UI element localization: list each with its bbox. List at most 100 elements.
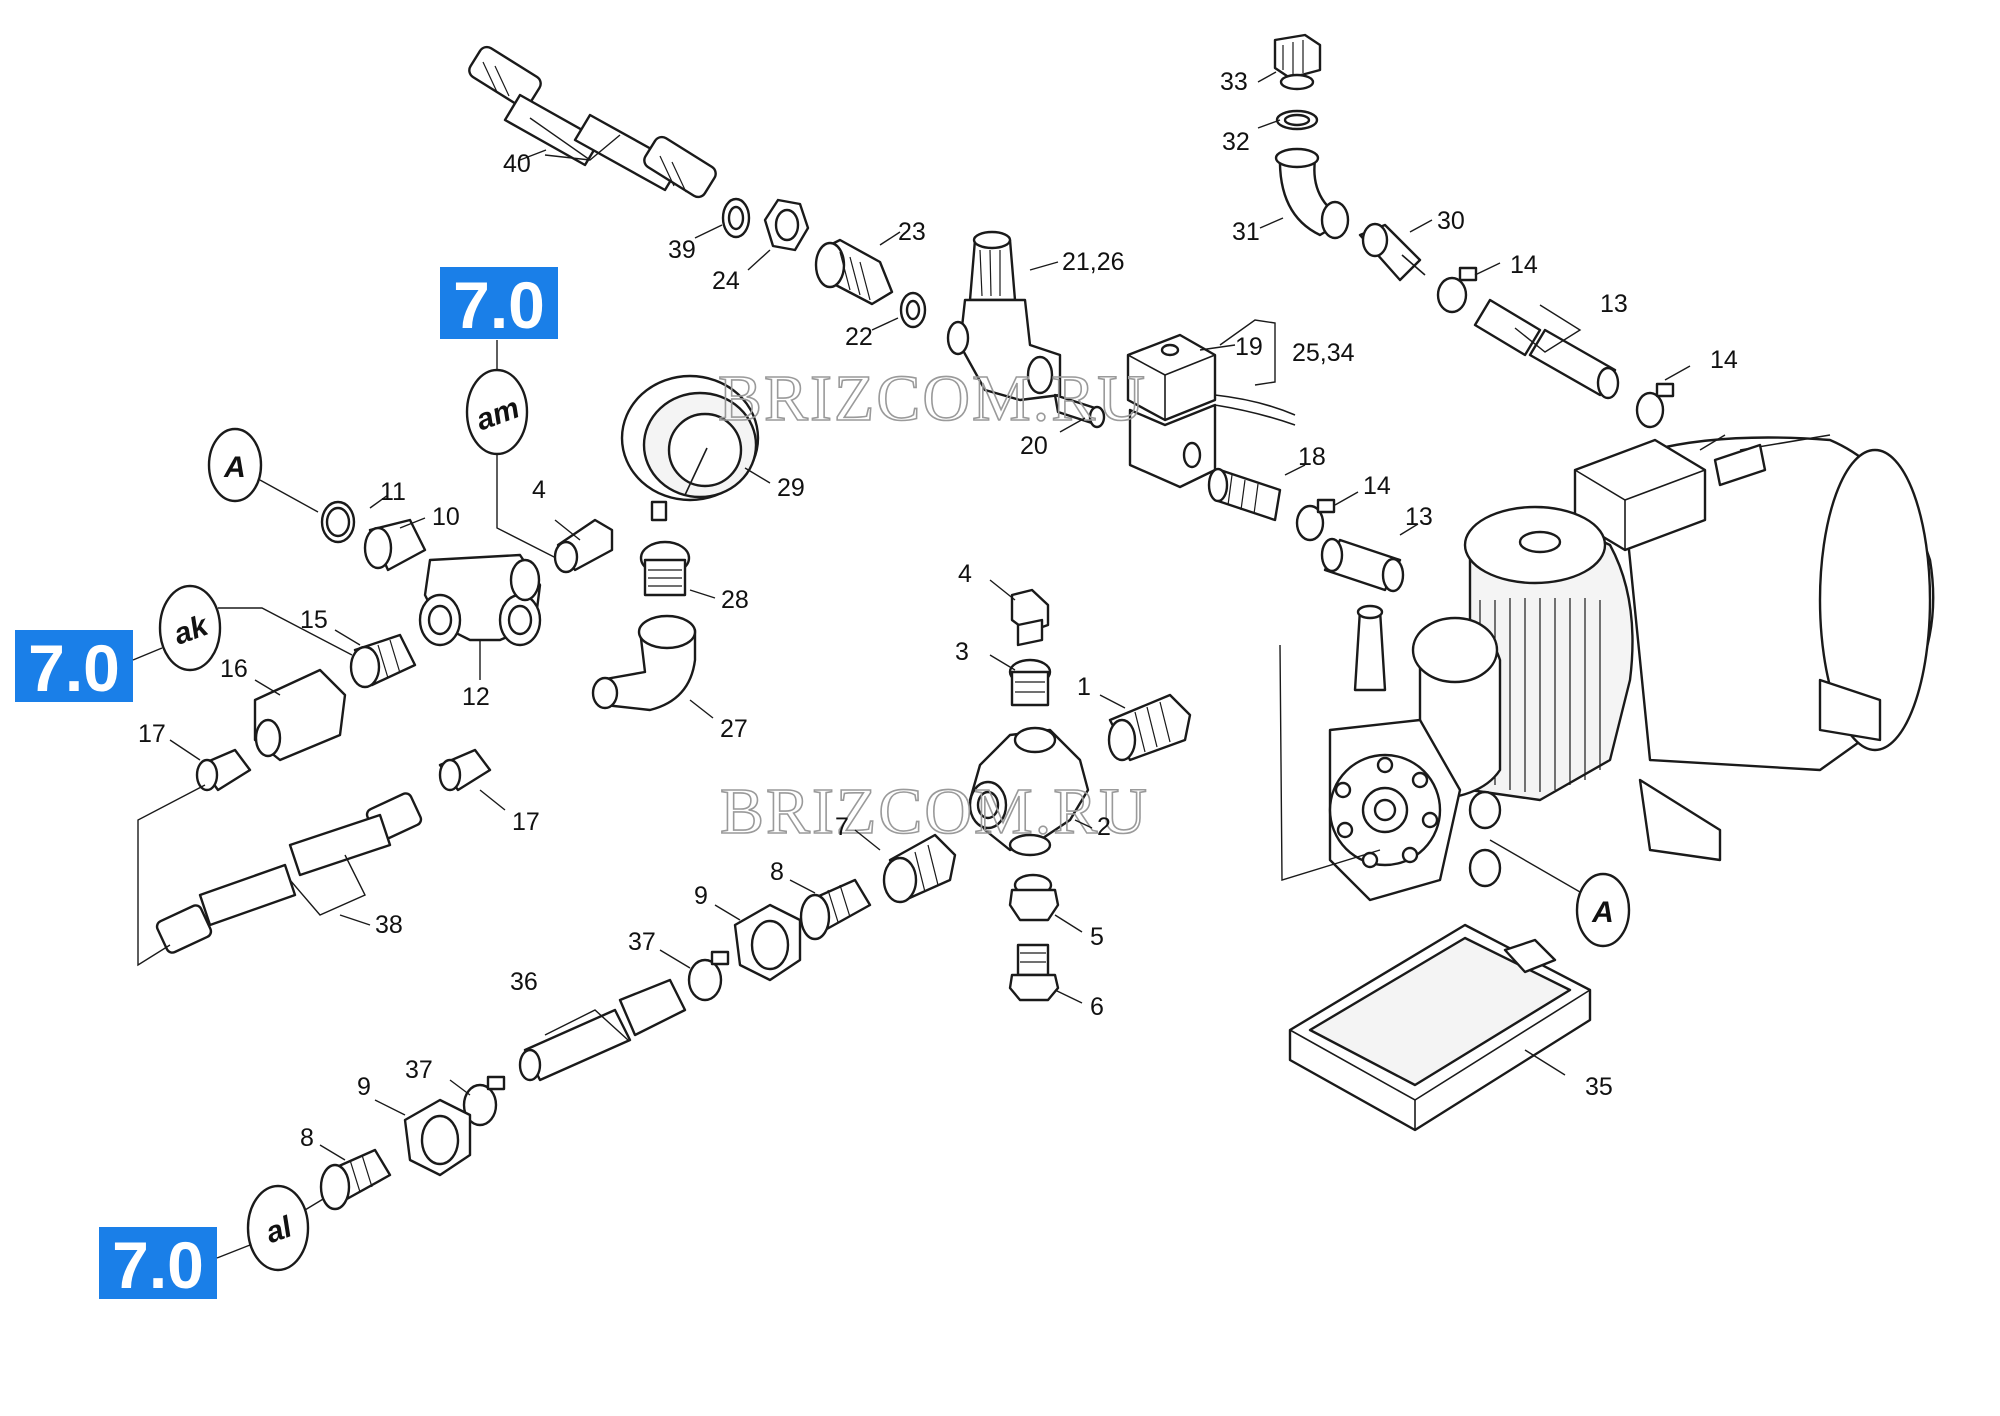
callout-11: 11 (380, 478, 406, 506)
callout-23: 23 (898, 218, 926, 246)
callout-21-26: 21,26 (1062, 248, 1125, 276)
callout-1: 1 (1077, 673, 1091, 701)
callout-4-upper: 4 (532, 476, 546, 504)
bubble-ak: ak (132, 584, 353, 672)
leader-lines (169, 71, 1726, 1161)
callout-17-left: 17 (138, 720, 166, 748)
hose-clamp-37-lower (462, 1075, 506, 1127)
bubble-a-upper: A (207, 427, 319, 513)
drip-tray-35 (1288, 923, 1592, 1132)
fitting-33 (1273, 33, 1322, 91)
badge-7-0-top[interactable]: 7.0 (440, 267, 558, 342)
callout-16: 16 (220, 655, 248, 683)
callout-14-top: 14 (1510, 251, 1538, 279)
callout-38: 38 (375, 911, 403, 939)
hose-assembly-40 (468, 45, 717, 199)
solenoid-valve-19 (1126, 333, 1296, 489)
callout-13-mid: 13 (1405, 503, 1433, 531)
nut-9-lower (403, 1098, 472, 1177)
callout-17-right: 17 (512, 808, 540, 836)
hose-fitting-8-upper (799, 878, 872, 941)
badge-label: 7.0 (28, 631, 120, 705)
tee-12 (418, 553, 542, 680)
plug-6 (1008, 943, 1060, 1002)
bubble-a-lower: A (1489, 839, 1631, 948)
nipple-17-left (195, 748, 252, 792)
nipple-28 (639, 540, 691, 597)
pressure-gauge-29 (620, 374, 760, 522)
callout-15: 15 (300, 606, 328, 634)
fitting-20 (1053, 393, 1106, 429)
callout-32: 32 (1222, 128, 1250, 156)
bubble-label: A (1591, 896, 1614, 929)
washer-32 (1275, 109, 1319, 131)
o-ring-11 (320, 500, 356, 544)
callout-8-lower: 8 (300, 1124, 314, 1152)
callout-2: 2 (1097, 813, 1111, 841)
callout-labels: 40 39 24 23 22 21,26 19 25,34 20 33 32 3… (138, 68, 1738, 1152)
callout-30: 30 (1437, 207, 1465, 235)
nipple-3 (1008, 658, 1052, 707)
bubble-label: A (223, 451, 246, 484)
fitting-7 (882, 833, 957, 904)
badge-label: 7.0 (453, 268, 545, 342)
fitting-30 (1358, 222, 1426, 282)
callout-9-upper: 9 (694, 882, 708, 910)
callout-19: 19 (1235, 333, 1263, 361)
callout-14-mid: 14 (1363, 472, 1391, 500)
badge-7-0-left[interactable]: 7.0 (15, 630, 133, 705)
callout-22: 22 (845, 323, 873, 351)
hose-13-top (1473, 298, 1620, 400)
washer-39 (721, 197, 751, 239)
callout-8-upper: 8 (770, 858, 784, 886)
callout-9-lower: 9 (357, 1073, 371, 1101)
callout-40: 40 (503, 150, 531, 178)
callout-36: 36 (510, 968, 538, 996)
elbow-31 (1274, 147, 1350, 240)
cross-2 (968, 726, 1090, 857)
callout-7: 7 (835, 813, 849, 841)
badge-7-0-bottom[interactable]: 7.0 (99, 1227, 217, 1302)
callout-10: 10 (432, 503, 460, 531)
watermark-upper: BRIZCOM.RU (718, 362, 1147, 435)
callout-35: 35 (1585, 1073, 1613, 1101)
fitting-1 (1107, 693, 1192, 762)
nut-9-upper (733, 903, 802, 982)
bubble-al: al (216, 1184, 339, 1272)
hose-13-mid (1320, 537, 1405, 593)
callout-31: 31 (1232, 218, 1260, 246)
callout-37-upper: 37 (628, 928, 656, 956)
callout-28: 28 (721, 586, 749, 614)
callout-6: 6 (1090, 993, 1104, 1021)
badge-box (99, 1227, 217, 1299)
nut-24 (763, 198, 810, 252)
hose-clamp-14-top (1436, 266, 1478, 314)
plug-5 (1008, 873, 1060, 922)
fitting-18 (1207, 467, 1282, 522)
motor-pump-unit (1279, 434, 1935, 902)
valve-21-26 (946, 230, 1062, 402)
nipple-10 (363, 518, 427, 572)
hose-clamp-14-mid (1295, 498, 1336, 542)
callout-33: 33 (1220, 68, 1248, 96)
callout-20: 20 (1020, 432, 1048, 460)
badge-box (440, 267, 558, 339)
callout-37-lower: 37 (405, 1056, 433, 1084)
callout-5: 5 (1090, 923, 1104, 951)
hose-clamp-37-upper (687, 950, 730, 1002)
callout-18: 18 (1298, 443, 1326, 471)
nipple-15 (349, 633, 417, 689)
hose-fitting-8-lower (319, 1148, 392, 1211)
fitting-23 (814, 238, 894, 306)
hose-clamp-14-right (1635, 382, 1675, 429)
bubble-am: am (465, 340, 561, 561)
washer-22 (899, 291, 927, 329)
badge-box (15, 630, 133, 702)
badge-label: 7.0 (112, 1228, 204, 1302)
callout-13-top: 13 (1600, 290, 1628, 318)
callout-27: 27 (720, 715, 748, 743)
coupling-16 (253, 668, 347, 762)
plug-4-lower (1010, 588, 1050, 647)
